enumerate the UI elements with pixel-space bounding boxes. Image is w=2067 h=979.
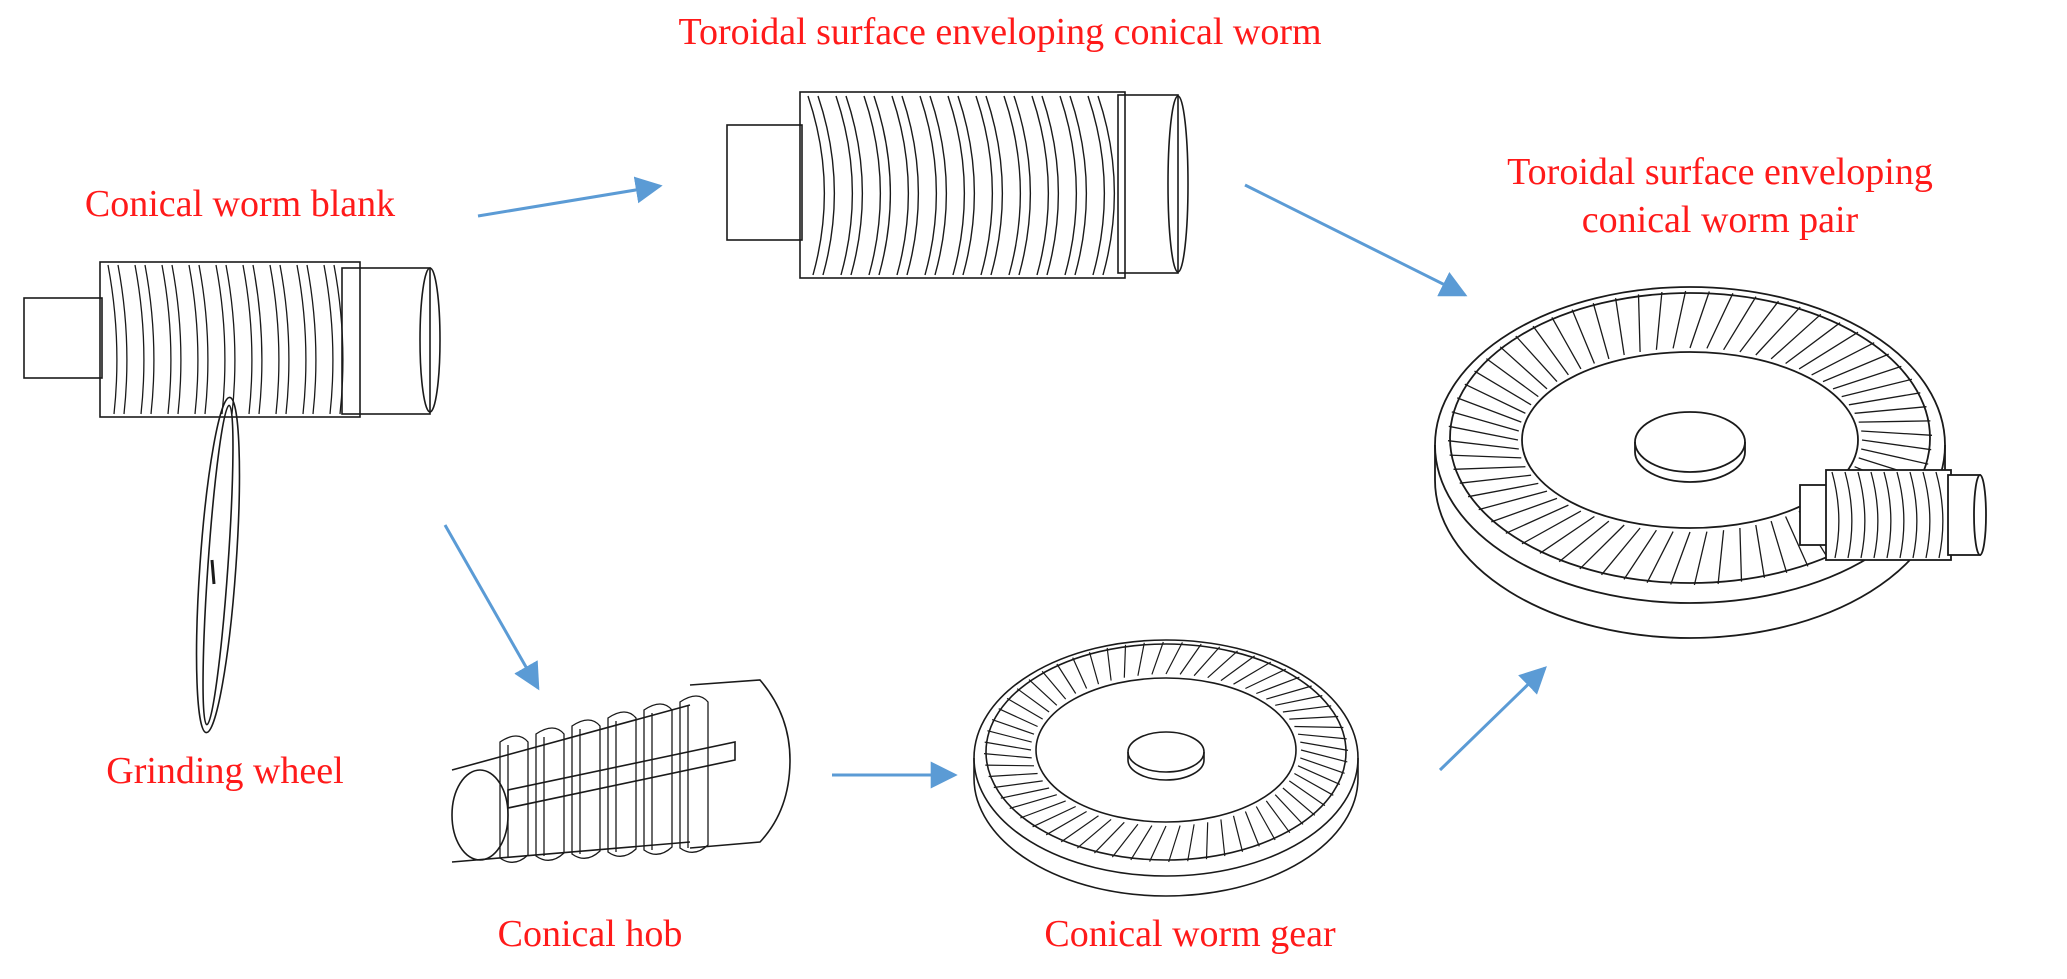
label-toroidal-worm: Toroidal surface enveloping conical worm <box>678 11 1322 53</box>
label-conical-worm-gear: Conical worm gear <box>1044 913 1336 955</box>
label-worm-pair-line1: Toroidal surface enveloping <box>1507 151 1933 193</box>
arrow-blank-to-worm <box>477 176 663 218</box>
label-grinding-wheel: Grinding wheel <box>106 750 344 792</box>
label-conical-hob: Conical hob <box>497 913 683 955</box>
label-worm-blank: Conical worm blank <box>84 183 396 225</box>
conical-worm-blank-drawing <box>23 261 441 418</box>
worm-pair-drawing <box>1434 286 1987 639</box>
grinding-wheel-drawing <box>195 396 241 734</box>
arrow-blank-to-hob <box>443 524 540 691</box>
worm-in-pair <box>1799 469 1987 561</box>
conical-hob-drawing <box>451 679 791 863</box>
conical-worm-gear-drawing <box>973 639 1359 897</box>
label-worm-pair: Toroidal surface enveloping conical worm… <box>1400 148 2040 244</box>
label-worm-pair-line2: conical worm pair <box>1581 199 1859 241</box>
flow-arrows <box>443 176 1547 789</box>
toroidal-worm-drawing <box>726 91 1189 279</box>
arrow-gear-to-pair <box>1438 666 1547 772</box>
